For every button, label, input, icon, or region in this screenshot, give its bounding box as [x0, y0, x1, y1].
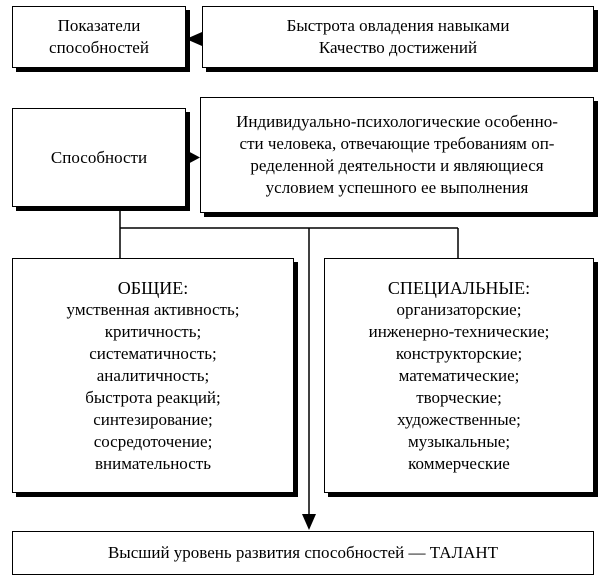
abilities-definition-box: Индивидуально-психологические особенно- … [200, 97, 594, 213]
indicators-label-box: Показатели способностей [12, 6, 186, 68]
arrow-to-definition [186, 150, 200, 165]
special-abilities-box: СПЕЦИАЛЬНЫЕ: организаторские; инженерно-… [324, 258, 594, 493]
arrow-to-talent-head [302, 514, 316, 530]
general-abilities-box: ОБЩИЕ: умственная активность; критичност… [12, 258, 294, 493]
indicators-detail-quality: Качество достижений [318, 38, 478, 57]
general-ability-item: внимательность [95, 453, 211, 473]
special-ability-item: математические; [398, 365, 520, 385]
special-ability-item: конструкторские; [395, 343, 523, 363]
arrow-to-indicators [186, 32, 202, 46]
talent-label: Высший уровень развития способностей — Т… [107, 543, 499, 562]
special-ability-item: организаторские; [396, 299, 522, 319]
special-ability-item: инженерно-технические; [368, 321, 550, 341]
definition-line-1: Индивидуально-психологические особенно- [236, 112, 558, 131]
special-ability-item: художественные; [397, 409, 521, 429]
abilities-label: Способности [50, 147, 148, 167]
general-ability-item: умственная активность; [66, 299, 240, 319]
indicators-details-box: Быстрота овладения навыками Качество дос… [202, 6, 594, 68]
special-ability-item: музыкальные; [407, 431, 511, 451]
abilities-box: Способности [12, 108, 186, 207]
general-ability-item: быстрота реакций; [85, 387, 221, 407]
special-ability-item: творческие; [416, 387, 502, 407]
indicators-label-line-1: Показатели [57, 16, 141, 35]
definition-line-4: условием успешного ее выполнения [265, 178, 529, 197]
special-abilities-title: СПЕЦИАЛЬНЫЕ: [387, 277, 531, 298]
indicators-label-line-2: способностей [49, 38, 149, 57]
general-ability-item: критичность; [104, 321, 202, 341]
talent-box: Высший уровень развития способностей — Т… [12, 531, 594, 575]
general-ability-item: синтезирование; [93, 409, 213, 429]
special-ability-item: коммерческие [408, 453, 510, 473]
general-ability-item: сосредоточение; [93, 431, 213, 451]
indicators-detail-speed: Быстрота овладения навыками [286, 16, 510, 35]
general-ability-item: аналитичность; [96, 365, 210, 385]
general-ability-item: систематичность; [89, 343, 217, 363]
definition-line-3: ределенной деятельности и являющиеся [250, 156, 544, 175]
general-abilities-title: ОБЩИЕ: [117, 277, 189, 298]
definition-line-2: сти человека, отвечающие требованиям оп- [239, 134, 555, 153]
